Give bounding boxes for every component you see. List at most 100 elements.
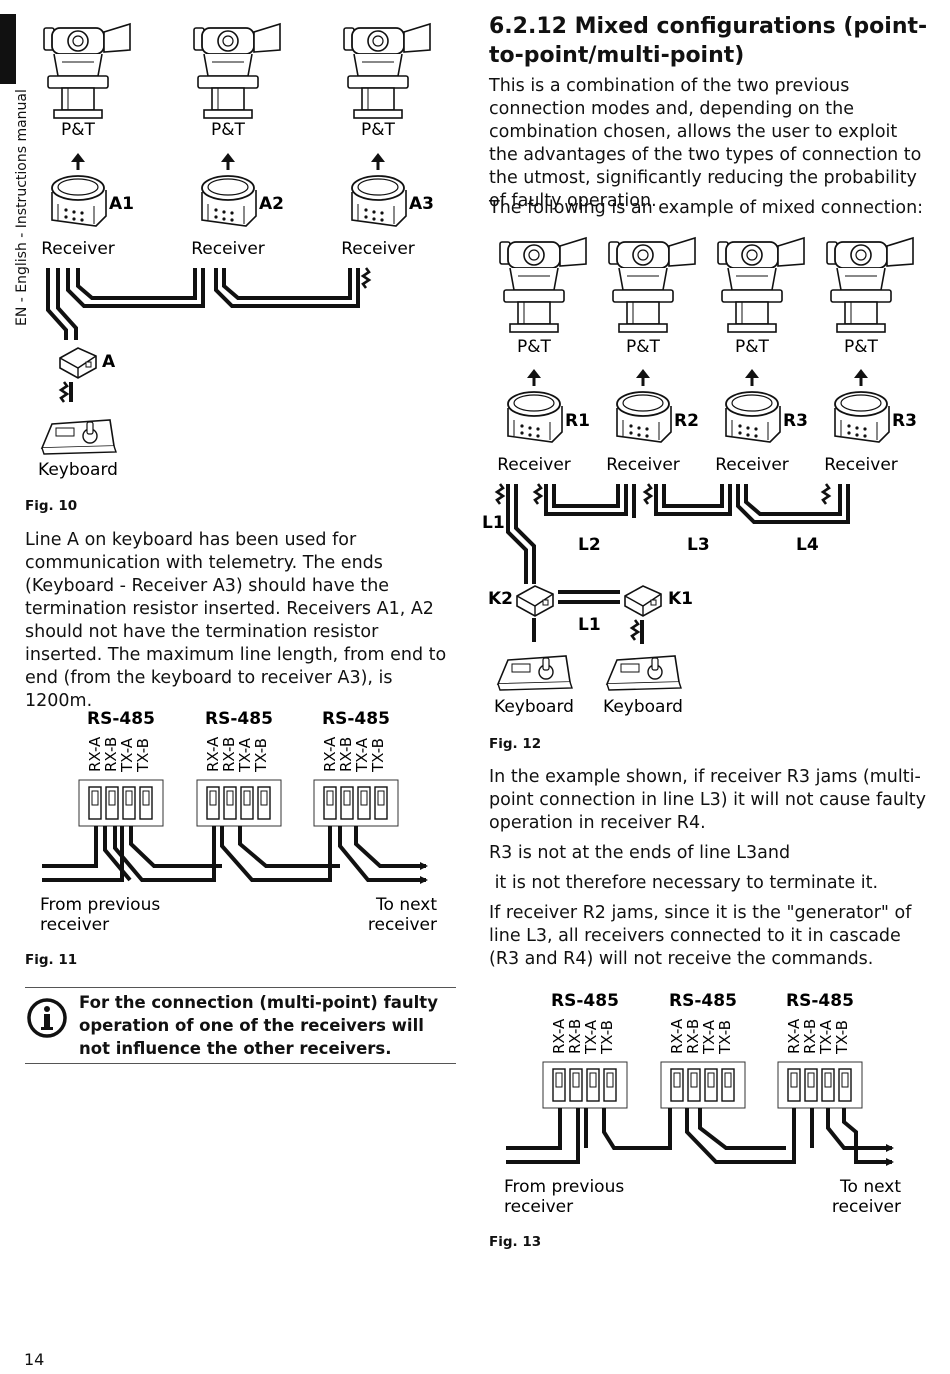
fig11-from-line2: receiver [40,915,109,935]
fig12-pt-label-2: P&T [626,337,661,357]
fig11-module3-switch [313,779,399,827]
fig13-bus-wiring [506,1108,894,1166]
fig10-pt-label-2: P&T [211,120,246,140]
fig13-module3-switch [777,1061,863,1109]
fig12-arrow-4 [852,367,870,388]
fig12-receiver-icon-2 [616,391,672,443]
fig12-paragraph-3: it is not therefore necessary to termina… [489,873,879,893]
fig11-module2-pin-rxb: RX-B [220,737,238,772]
fig11-module3-title: RS-485 [322,709,390,729]
fig11-module2-switch [196,779,282,827]
fig13-module3-pin-rxa: RX-A [785,1018,803,1054]
fig11-module1-pin-txa: TX-A [118,737,136,773]
fig12-pt-label-3: P&T [735,337,770,357]
fig13-to-line1: To next [839,1177,901,1197]
fig10-receiver-icon-1 [51,175,107,227]
fig13-module2-pin-rxa: RX-A [668,1018,686,1054]
fig11-module1-pin-txb: TX-B [134,738,152,773]
fig10-pt-label-3: P&T [361,120,396,140]
fig13-module2-pin-txa: TX-A [700,1019,718,1055]
fig12-camera-1 [499,237,587,333]
fig10-receiver-icon-2 [201,175,257,227]
fig11-module2-pin-txb: TX-B [252,738,270,773]
fig12-arrow-2 [634,367,652,388]
fig13-module2-switch [660,1061,746,1109]
fig13-module3-pin-rxb: RX-B [801,1019,819,1054]
fig12-arrow-3 [743,367,761,388]
info-note-text: For the connection (multi-point) faulty … [79,993,438,1058]
fig12-keyboard-label-2: Keyboard [603,697,683,717]
fig11-caption: Fig. 11 [25,952,78,968]
fig12-label-l1-mid: L1 [578,615,601,635]
fig12-keyboard-label-1: Keyboard [494,697,574,717]
fig12-code-r2: R2 [674,411,699,431]
fig12-code-r3: R3 [783,411,808,431]
fig10-receiver-label-2: Receiver [191,239,265,259]
fig12-keyboard-icon-2 [606,655,682,691]
fig11-to-line1: To next [375,895,437,915]
fig10-keyboard-label: Keyboard [38,460,118,480]
fig13-module2-title: RS-485 [669,991,737,1011]
fig12-receiver-label-2: Receiver [606,455,680,475]
fig12-keyboard-icon-1 [497,655,573,691]
section-intro: This is a combination of the two previou… [489,76,922,211]
fig10-cable [46,267,372,340]
fig12-label-k2: K2 [488,589,513,609]
fig12-k-link [532,590,644,644]
fig13-module1-switch [542,1061,628,1109]
fig12-label-l1-top: L1 [482,513,505,533]
fig11-module3-pin-rxa: RX-A [321,736,339,772]
fig13-module1-pin-txa: TX-A [582,1019,600,1055]
fig10-pt-label-1: P&T [61,120,96,140]
fig11-bus-wiring [42,826,428,884]
fig12-label-l3: L3 [687,535,710,555]
fig13-module1-pin-rxa: RX-A [550,1018,568,1054]
fig11-module1-pin-rxb: RX-B [102,737,120,772]
fig10-camera-3 [343,23,431,119]
sidebar-tab-marker [0,14,16,84]
fig11-module1-switch [78,779,164,827]
fig12-paragraph-1: In the example shown, if receiver R3 jam… [489,767,927,833]
fig13-module1-title: RS-485 [551,991,619,1011]
fig11-module2-pin-rxa: RX-A [204,736,222,772]
fig13-diagram: RS-485 RX-A RX-B TX-A TX-B RS-485 RX-A R… [504,991,901,1217]
fig12-code-r1: R1 [565,411,590,431]
fig12-diagram: P&T P&T P&T P&T R1 R2 R3 R3 Receiver Rec… [482,237,917,717]
fig13-from-line2: receiver [504,1197,573,1217]
fig12-cabling [494,483,850,584]
fig11-module3-pin-rxb: RX-B [337,737,355,772]
fig12-caption: Fig. 12 [489,736,542,752]
fig13-caption: Fig. 13 [489,1234,542,1250]
fig13-to-line2: receiver [832,1197,901,1217]
fig11-module1-pin-rxa: RX-A [86,736,104,772]
fig12-camera-3 [717,237,805,333]
section-example-intro: The following is an example of mixed con… [489,198,924,218]
fig13-module2-pin-txb: TX-B [716,1020,734,1055]
fig13-module3-title: RS-485 [786,991,854,1011]
fig12-paragraph-4: If receiver R2 jams, since it is the "ge… [489,903,912,969]
fig12-junction-k1 [624,585,662,617]
fig11-diagram: RS-485 RX-A RX-B TX-A TX-B RS-485 RX-A R… [40,709,437,935]
fig13-from-line1: From previous [504,1177,624,1197]
fig10-receiver-label-1: Receiver [41,239,115,259]
fig12-arrow-1 [525,367,543,388]
fig10-camera-1 [43,23,131,119]
page-number: 14 [24,1350,45,1369]
fig10-description: Line A on keyboard has been used for com… [25,530,447,711]
fig13-module2-pin-rxb: RX-B [684,1019,702,1054]
fig10-receiver-icon-3 [351,175,407,227]
fig12-junction-k2 [516,585,554,617]
fig10-arrow-1 [69,151,87,172]
fig10-code-a1: A1 [109,194,134,214]
fig10-receiver-label-3: Receiver [341,239,415,259]
fig12-receiver-label-4: Receiver [824,455,898,475]
info-icon [27,998,67,1038]
fig11-module3-pin-txa: TX-A [353,737,371,773]
fig13-module1-pin-rxb: RX-B [566,1019,584,1054]
fig13-module1-pin-txb: TX-B [598,1020,616,1055]
fig12-pt-label-4: P&T [844,337,879,357]
fig10-keyboard-link [58,381,73,403]
fig10-junction-label: A [102,352,116,372]
fig10-camera-2 [193,23,281,119]
fig12-receiver-icon-1 [507,391,563,443]
